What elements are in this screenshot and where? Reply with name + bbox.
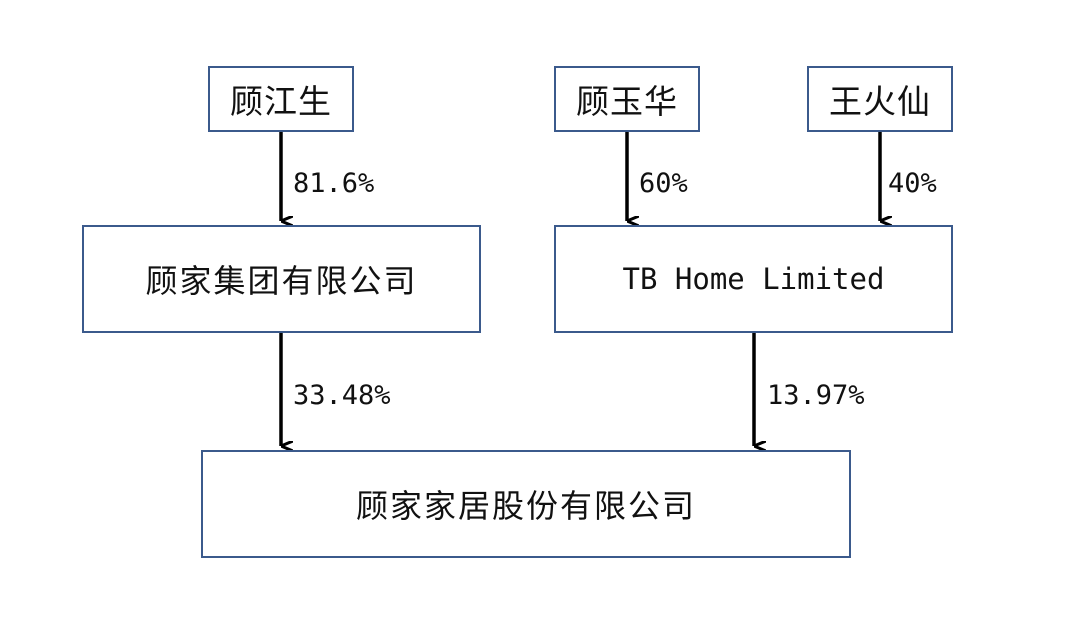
node-wang-huoxian: 王火仙 (807, 66, 953, 132)
edge-label-13-97: 13.97% (767, 380, 865, 411)
node-gu-yuhua: 顾玉华 (554, 66, 700, 132)
node-label: 顾江生 (230, 82, 332, 121)
node-gu-jiangsheng: 顾江生 (208, 66, 354, 132)
edge-label-40: 40% (888, 168, 937, 199)
node-label: 顾玉华 (576, 82, 678, 121)
edge-label-33-48: 33.48% (293, 380, 391, 411)
node-label: 顾家家居股份有限公司 (355, 487, 696, 525)
edge-label-60: 60% (639, 168, 688, 199)
node-label: 王火仙 (829, 82, 931, 121)
node-label: TB Home Limited (622, 262, 885, 296)
node-tb-home-limited: TB Home Limited (554, 225, 953, 333)
node-label: 顾家集团有限公司 (145, 262, 418, 300)
node-gujia-home: 顾家家居股份有限公司 (201, 450, 851, 558)
node-gujia-group: 顾家集团有限公司 (82, 225, 481, 333)
edge-label-81-6: 81.6% (293, 168, 375, 199)
